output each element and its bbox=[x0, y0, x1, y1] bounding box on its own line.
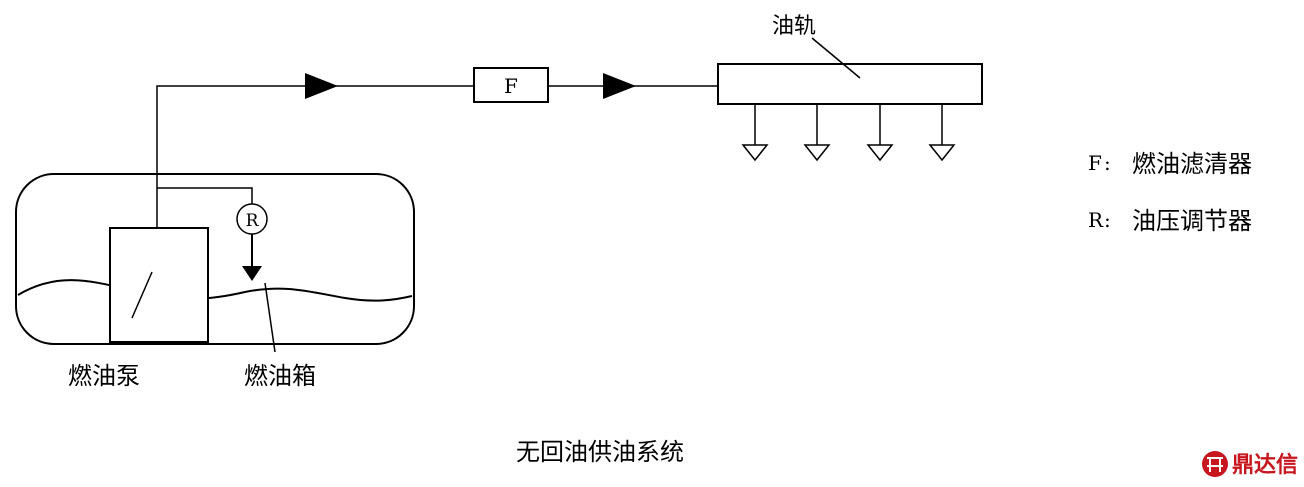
legend-regulator-sep: : bbox=[1104, 208, 1111, 232]
fuel-level-wave bbox=[17, 279, 413, 302]
injector-1 bbox=[741, 104, 769, 162]
watermark-logo: 鼎达信 bbox=[1202, 451, 1298, 478]
fuel-pump-box bbox=[109, 227, 209, 343]
injector-3 bbox=[866, 104, 894, 162]
legend: F : 燃油滤清器 R : 油压调节器 bbox=[1088, 150, 1252, 235]
injector-2 bbox=[803, 104, 831, 162]
fuel-rail-label: 油轨 bbox=[772, 14, 816, 39]
filter-label: F bbox=[504, 74, 518, 98]
fuel-tank-leader bbox=[264, 282, 276, 353]
supply-line bbox=[156, 85, 474, 228]
watermark-text: 鼎达信 bbox=[1232, 452, 1298, 478]
fuel-rail-box bbox=[717, 63, 983, 105]
legend-filter-text: 燃油滤清器 bbox=[1132, 150, 1252, 178]
watermark-logo-icon bbox=[1202, 451, 1228, 477]
legend-regulator-key: R bbox=[1088, 208, 1104, 232]
legend-filter-sep: : bbox=[1104, 151, 1111, 175]
fuel-pump-leader bbox=[131, 271, 153, 319]
fuel-tank-label: 燃油箱 bbox=[244, 362, 316, 390]
return-arrow bbox=[242, 266, 262, 281]
legend-filter-key: F bbox=[1088, 151, 1102, 175]
flow-arrow-2 bbox=[603, 73, 636, 99]
regulator-label: R bbox=[246, 211, 260, 231]
diagram-title: 无回油供油系统 bbox=[516, 438, 684, 466]
fuel-pump-label: 燃油泵 bbox=[68, 362, 140, 390]
injector-4 bbox=[928, 104, 956, 162]
fuel-tank-outline bbox=[15, 173, 415, 345]
filter-box bbox=[473, 67, 549, 103]
flow-arrow-1 bbox=[305, 73, 338, 99]
legend-regulator-text: 油压调节器 bbox=[1132, 207, 1252, 235]
fuel-rail-leader bbox=[811, 37, 861, 79]
regulator-branch-line bbox=[157, 187, 253, 204]
